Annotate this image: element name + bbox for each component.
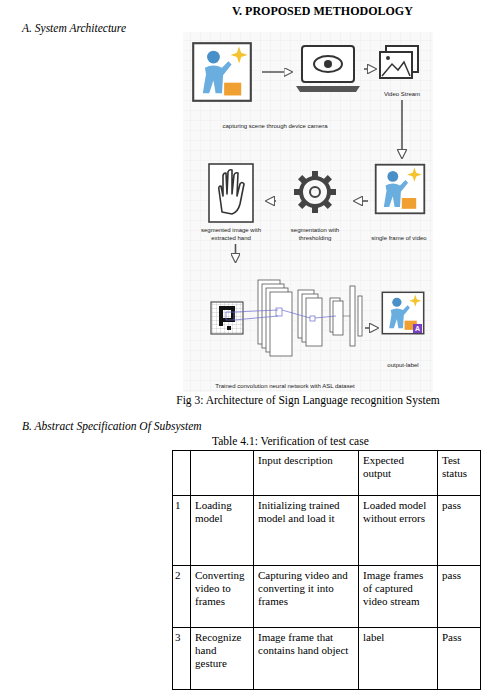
table-cell-text: Test status [442,454,476,480]
table-cell-text: 1 [175,499,188,512]
table-cell-text: 2 [175,569,188,582]
table-cell: 1 [173,496,191,566]
table-cell: Image frames of captured video stream [359,566,438,628]
table-cell-text: Converting video to frames [195,569,249,609]
table-cell: Converting video to frames [191,566,254,628]
pipeline-stage: single frame of video [368,158,430,244]
table-cell: Expected output [359,451,438,496]
stage-caption: segmentation with thresholding [278,227,352,242]
pipeline-stage: Video Stream [376,38,428,100]
verification-table: Input description Expected output Test sta… [172,450,481,690]
stage-caption: segmented image with extracted hand [198,227,264,242]
output-letter: A [413,324,422,333]
table-cell: Input description [254,451,359,496]
table-cell-text: 3 [175,631,188,644]
stage-caption: Video Stream [384,91,420,99]
flow-arrow [401,100,403,158]
table-cell: Capturing video and converting it into f… [254,566,359,628]
table-cell-text: Loading model [195,499,249,525]
flow-arrow [266,200,276,202]
table-cell-text: Image frames of captured video stream [363,569,433,609]
table-cell: Recognize hand gesture [191,628,254,690]
table-cell-text: Image frame that contains hand object [258,631,354,657]
figure-caption: Fig 3: Architecture of Sign Language rec… [176,394,440,406]
subsection-heading: B. Abstract Specification Of Subsystem [22,420,202,432]
table-cell: Test status [438,451,481,496]
table-cell-text: Capturing video and converting it into f… [258,569,354,609]
table-cell-text: Pass [442,631,476,644]
table-caption: Table 4.1: Verification of test case [212,435,369,447]
table-cell: pass [438,566,481,628]
pipeline-stage: Trained convolution neural network with … [205,262,365,392]
table-cell: Initializing trained model and load it [254,496,359,566]
table-cell: Loading model [191,496,254,566]
table-cell: Image frame that contains hand object [254,628,359,690]
table-cell [173,451,191,496]
subsection-heading: A. System Architecture [22,22,126,34]
section-heading: V. PROPOSED METHODOLOGY [232,4,413,19]
table-cell: 3 [173,628,191,690]
table-cell-text: pass [442,499,476,512]
flow-arrow [235,244,237,262]
table-cell: Pass [438,628,481,690]
table-cell: pass [438,496,481,566]
table-cell-text: pass [442,569,476,582]
pipeline-stage: segmented image with extracted hand [196,158,266,244]
pipeline-stage: capturing scene through device camera [186,36,364,132]
stage-caption: capturing scene through device camera [222,123,327,131]
table-cell: 2 [173,566,191,628]
table-cell-text: Loaded model without errors [363,499,433,525]
stage-caption: output-label [387,362,418,370]
flow-arrow [354,200,368,202]
table-cell-text: label [363,631,433,644]
pipeline-stage: segmentation with thresholding [276,158,354,244]
table-cell: Loaded model without errors [359,496,438,566]
flow-arrow [364,68,376,70]
stage-caption: Trained convolution neural network with … [215,383,354,391]
table-cell [191,451,254,496]
table-cell-text: Recognize hand gesture [195,631,249,671]
table-cell-text: Input description [258,454,354,467]
table-cell-text: Initializing trained model and load it [258,499,354,525]
stage-caption: single frame of video [371,235,426,243]
table-cell: label [359,628,438,690]
flow-arrow [365,327,378,329]
table-cell-text: Expected output [363,454,433,480]
